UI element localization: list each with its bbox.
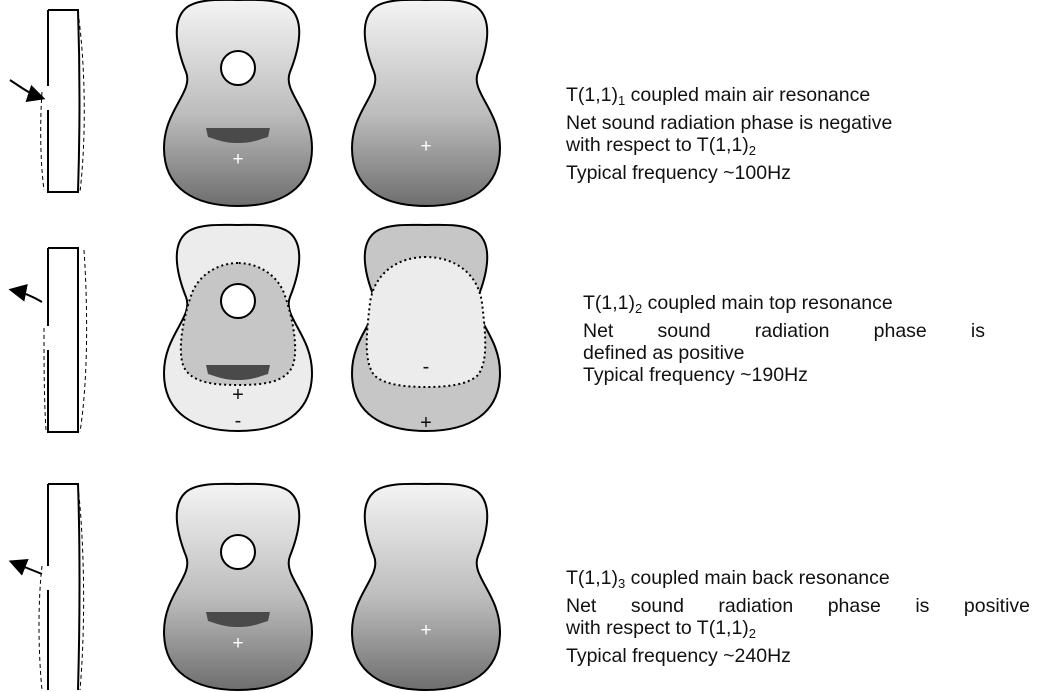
mode-3-description: T(1,1)3 coupled main back resonance Net … (566, 567, 1030, 667)
mode-1-title-symbol: T(1,1) (566, 84, 619, 106)
mode-2-back-plate: - + (351, 223, 501, 434)
mode-1-title-subscript: 1 (618, 93, 626, 108)
mode-2-title-text: coupled main top resonance (642, 292, 893, 314)
mode-1-description: T(1,1)1 coupled main air resonance Net s… (566, 84, 1042, 184)
mode-1-soundhole (220, 50, 256, 86)
mode-2-title-symbol: T(1,1) (583, 292, 636, 314)
mode-2-top-plate: + - (163, 223, 313, 432)
mode-2-definition-line: defined as positive (583, 342, 745, 364)
mode-1-reference-subscript: 2 (748, 143, 757, 158)
mode-1-reference-line: with respect to T(1,1)2 (566, 134, 1042, 162)
mode-2-soundhole (220, 283, 256, 319)
mode-2-side-solid (47, 247, 79, 433)
mode-2-side-deformed (43, 249, 88, 433)
mode-3-side-section (8, 483, 85, 691)
mode-3-top-sign: + (232, 633, 243, 654)
mode-3-reference-line: with respect to T(1,1)2 (566, 617, 1030, 645)
mode-1-side-solid (47, 9, 81, 193)
mode-1-top-plate: + (163, 0, 313, 208)
mode-2-title: T(1,1)2 coupled main top resonance (583, 292, 985, 320)
mode-2-top-center-sign: + (232, 384, 244, 406)
mode-2-description: T(1,1)2 coupled main top resonance Net s… (583, 292, 985, 386)
mode-3-title-subscript: 3 (618, 576, 626, 591)
mode-3-soundhole (220, 534, 256, 570)
mode-3-airflow-arrow (8, 558, 43, 576)
mode-2-phase-line: Net sound radiation phase is (583, 320, 985, 342)
mode-2-title-subscript: 2 (635, 301, 643, 316)
mode-3-back-sign: + (420, 620, 431, 641)
mode-3-side-solid (47, 483, 81, 691)
mode-3-phase-line: Net sound radiation phase is positive (566, 595, 1030, 617)
mode-1-row: + + (9, 0, 501, 208)
mode-3-reference-text: with respect to T(1,1) (566, 617, 749, 639)
mode-1-title-text: coupled main air resonance (625, 84, 871, 106)
mode-3-reference-subscript: 2 (748, 626, 757, 641)
mode-3-top-plate: + (163, 482, 313, 691)
mode-1-frequency: Typical frequency ~100Hz (566, 162, 791, 184)
mode-3-title: T(1,1)3 coupled main back resonance (566, 567, 1030, 595)
mode-1-back-plate: + (351, 0, 501, 208)
mode-3-back-plate: + (351, 482, 501, 691)
mode-3-title-symbol: T(1,1) (566, 567, 619, 589)
mode-1-title: T(1,1)1 coupled main air resonance (566, 84, 1042, 112)
mode-3-row: + + (8, 482, 501, 691)
mode-1-airflow-arrow (9, 79, 46, 102)
mode-3-frequency: Typical frequency ~240Hz (566, 645, 791, 667)
mode-2-airflow-arrow (8, 284, 43, 303)
mode-2-back-center-sign: - (423, 356, 430, 378)
mode-3-title-text: coupled main back resonance (625, 567, 890, 589)
mode-3-side-deformed (38, 485, 85, 691)
mode-2-row: + - - + (8, 223, 501, 434)
mode-1-top-sign: + (232, 149, 243, 170)
mode-2-top-edge-sign: - (235, 410, 242, 432)
mode-2-back-edge-sign: + (420, 412, 432, 434)
mode-1-reference-text: with respect to T(1,1) (566, 134, 749, 156)
mode-2-side-section (8, 247, 88, 433)
mode-1-side-section (9, 9, 85, 193)
mode-1-back-sign: + (420, 136, 431, 157)
mode-2-frequency: Typical frequency ~190Hz (583, 364, 808, 386)
mode-1-phase-line: Net sound radiation phase is negative (566, 112, 893, 134)
